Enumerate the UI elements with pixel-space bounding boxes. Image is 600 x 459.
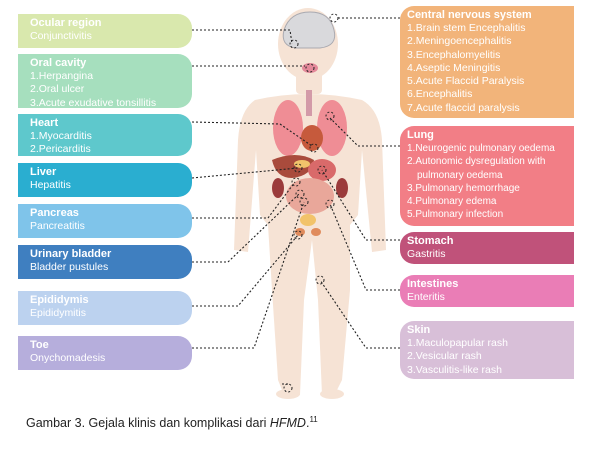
body-diagram (191, 8, 400, 399)
lung-icon (273, 100, 303, 156)
box-line: 2.Oral ulcer (30, 83, 85, 96)
bladder-icon (300, 214, 316, 226)
box-line: 1.Maculopapular rash (407, 337, 508, 349)
box-line: 3.Encephalomyelitis (407, 48, 501, 61)
box-line: 1.Myocarditis (30, 130, 92, 142)
box-line: Enteritis (407, 291, 445, 303)
box-title: Stomach (407, 235, 454, 247)
cns-box: Central nervous system 1.Brain stem Ence… (400, 6, 574, 118)
box-line: 3.Vasculitis-like rash (407, 363, 502, 376)
box-line: Gastritis (407, 248, 446, 260)
liver-box: Liver Hepatitis (18, 163, 192, 197)
box-line: 1.Brain stem Encephalitis (407, 22, 526, 34)
kidney-icon (272, 178, 284, 198)
box-line: 2.Autonomic dysregulation with (407, 156, 546, 168)
box-title: Epididymis (30, 294, 89, 306)
pancreas-icon (294, 160, 310, 168)
box-line: 5.Pulmonary infection (407, 209, 504, 221)
box-title: Pancreas (30, 207, 79, 219)
brain-icon (282, 11, 336, 49)
lung-icon-right (317, 100, 347, 156)
box-title: Oral cavity (30, 57, 87, 69)
box-line: 4.Pulmonary edema (407, 196, 497, 208)
box-line: Conjunctivitis (30, 30, 92, 42)
box-title: Toe (30, 339, 49, 351)
epididymis-box: Epididymis Epididymitis (18, 291, 192, 325)
caption-reference: 11 (309, 415, 318, 424)
box-line: Hepatitis (30, 179, 71, 191)
trachea-icon (306, 90, 312, 116)
box-line: Epididymitis (30, 307, 87, 319)
box-line: 2.Pericarditis (30, 143, 91, 156)
box-title: Intestines (407, 278, 459, 290)
box-title: Heart (30, 117, 59, 129)
box-line: pulmonary oedema (417, 169, 503, 181)
caption-italic: HFMD (269, 416, 306, 431)
box-line: 1.Herpangina (30, 70, 94, 82)
pancreas-box: Pancreas Pancreatitis (18, 204, 192, 238)
urinary-bladder-box: Urinary bladder Bladder pustules (18, 245, 192, 279)
heart-icon (301, 125, 323, 151)
box-title: Skin (407, 324, 431, 336)
box-title: Liver (30, 166, 57, 178)
box-line: 3.Acute exudative tonsillitis (30, 96, 157, 109)
mouth-icon (302, 63, 318, 73)
box-line: 5.Acute Flaccid Paralysis (407, 75, 525, 88)
box-title: Urinary bladder (30, 248, 112, 260)
figure-caption: Gambar 3. Gejala klinis dan komplikasi d… (26, 415, 318, 430)
lung-box: Lung 1.Neurogenic pulmonary oedema 2.Aut… (400, 126, 574, 226)
box-line: 3.Pulmonary hemorrhage (407, 182, 520, 194)
box-title: Central nervous system (407, 9, 532, 21)
box-title: Ocular region (30, 17, 102, 29)
intestines-icon (286, 178, 334, 214)
heart-box: Heart 1.Myocarditis 2.Pericarditis (18, 114, 192, 156)
box-line: Bladder pustules (30, 261, 109, 273)
box-line: 2.Meningoencephalitis (407, 35, 512, 48)
box-line: 4.Aseptic Meningitis (407, 61, 501, 74)
box-line: 7.Acute flaccid paralysis (407, 101, 520, 114)
kidney-icon-right (336, 178, 348, 198)
box-title: Lung (407, 129, 434, 141)
intestines-box: Intestines Enteritis (400, 275, 574, 307)
connector-lines (191, 17, 400, 385)
toe-box: Toe Onychomadesis (18, 336, 192, 370)
caption-prefix: Gambar 3. Gejala klinis dan komplikasi d… (26, 416, 270, 431)
box-line: Onychomadesis (30, 352, 106, 364)
target-markers (283, 13, 339, 393)
box-line: 2.Vesicular rash (407, 350, 482, 363)
box-line: Pancreatitis (30, 220, 85, 232)
epididymis-icon-right (311, 228, 321, 236)
box-line: 6.Encephalitis (407, 88, 473, 101)
ocular-region-box: Ocular region Conjunctivitis (18, 14, 192, 48)
oral-cavity-box: Oral cavity 1.Herpangina 2.Oral ulcer 3.… (18, 54, 192, 109)
skin-box: Skin 1.Maculopapular rash 2.Vesicular ra… (400, 321, 574, 379)
stomach-box: Stomach Gastritis (400, 232, 574, 264)
box-line: 1.Neurogenic pulmonary oedema (407, 143, 555, 154)
caption-suffix: . (305, 416, 310, 431)
